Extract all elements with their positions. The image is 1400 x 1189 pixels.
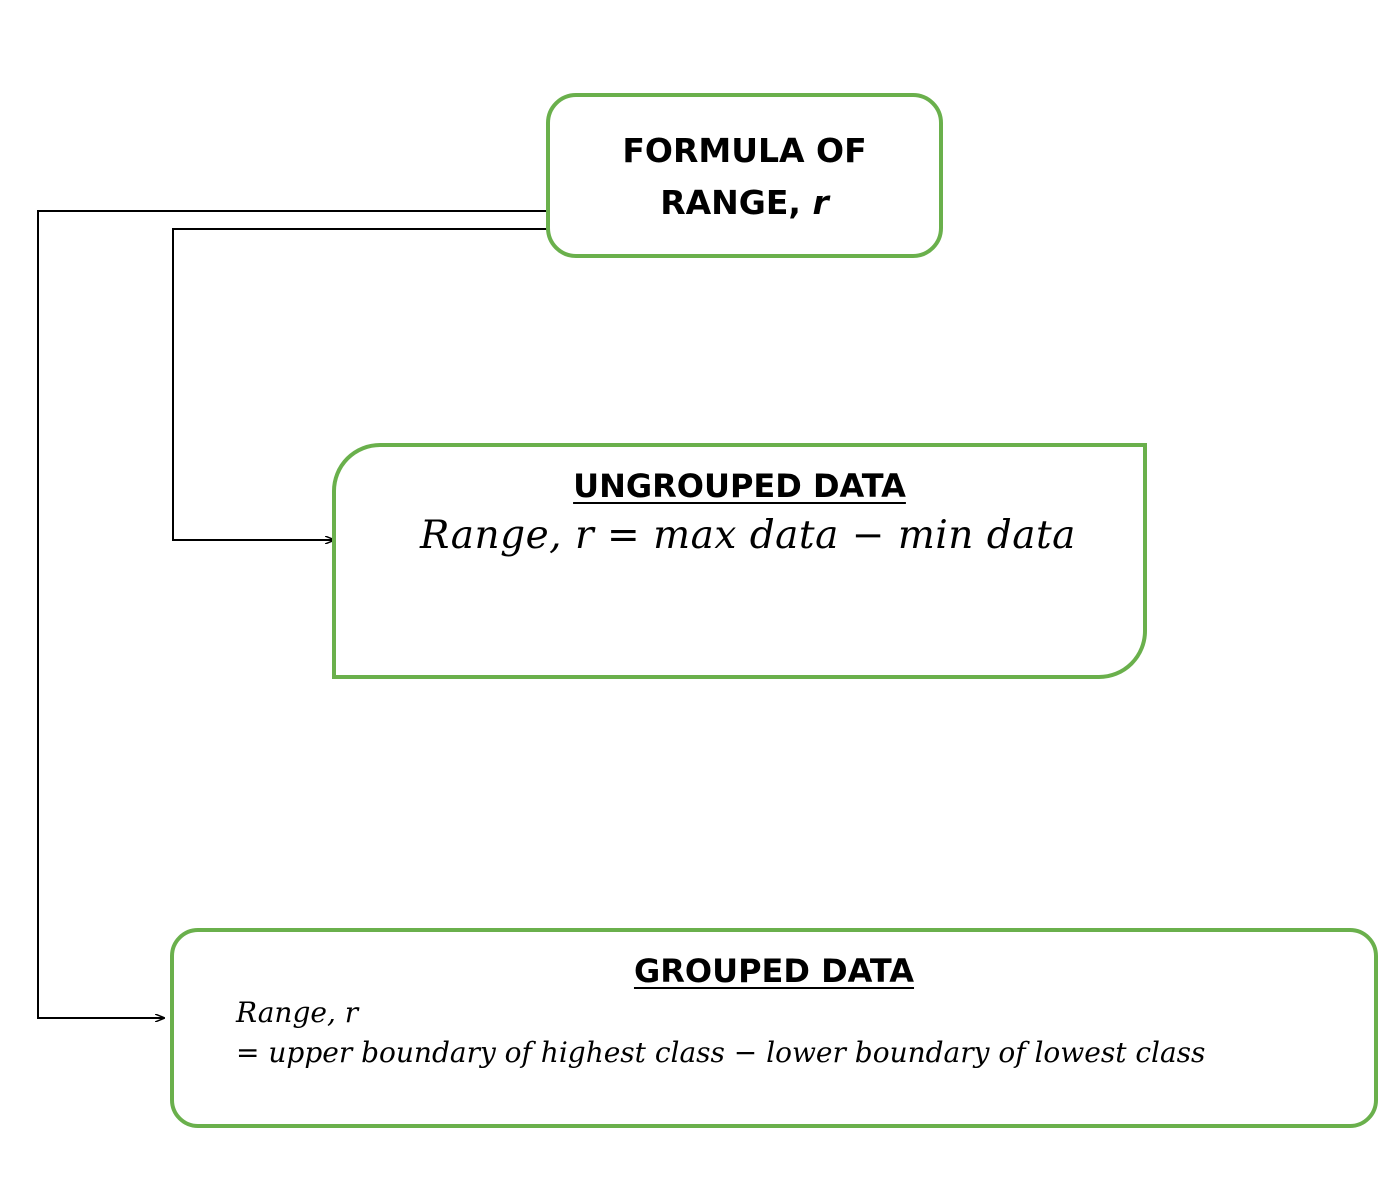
formula-of-range-box: FORMULA OF RANGE, r [546, 93, 943, 258]
ungrouped-formula: Range, r = max data − min data [420, 513, 1076, 558]
grouped-heading: GROUPED DATA [633, 952, 915, 990]
top-box-line2: RANGE, r [660, 177, 829, 229]
grouped-formula-line1: Range, r [236, 996, 359, 1029]
top-box-line1: FORMULA OF [622, 130, 867, 170]
top-box-variable: r [812, 182, 829, 222]
top-box-line2-text: RANGE, [660, 182, 813, 222]
grouped-data-box: GROUPED DATA Range, r = upper boundary o… [170, 928, 1378, 1128]
connector-to-grouped [37, 210, 548, 1018]
ungrouped-heading: UNGROUPED DATA [573, 467, 906, 505]
connector-to-ungrouped [172, 228, 548, 540]
grouped-formula-line2: = upper boundary of highest class − lowe… [236, 1036, 1206, 1069]
ungrouped-data-box: UNGROUPED DATA Range, r = max data − min… [332, 443, 1147, 679]
